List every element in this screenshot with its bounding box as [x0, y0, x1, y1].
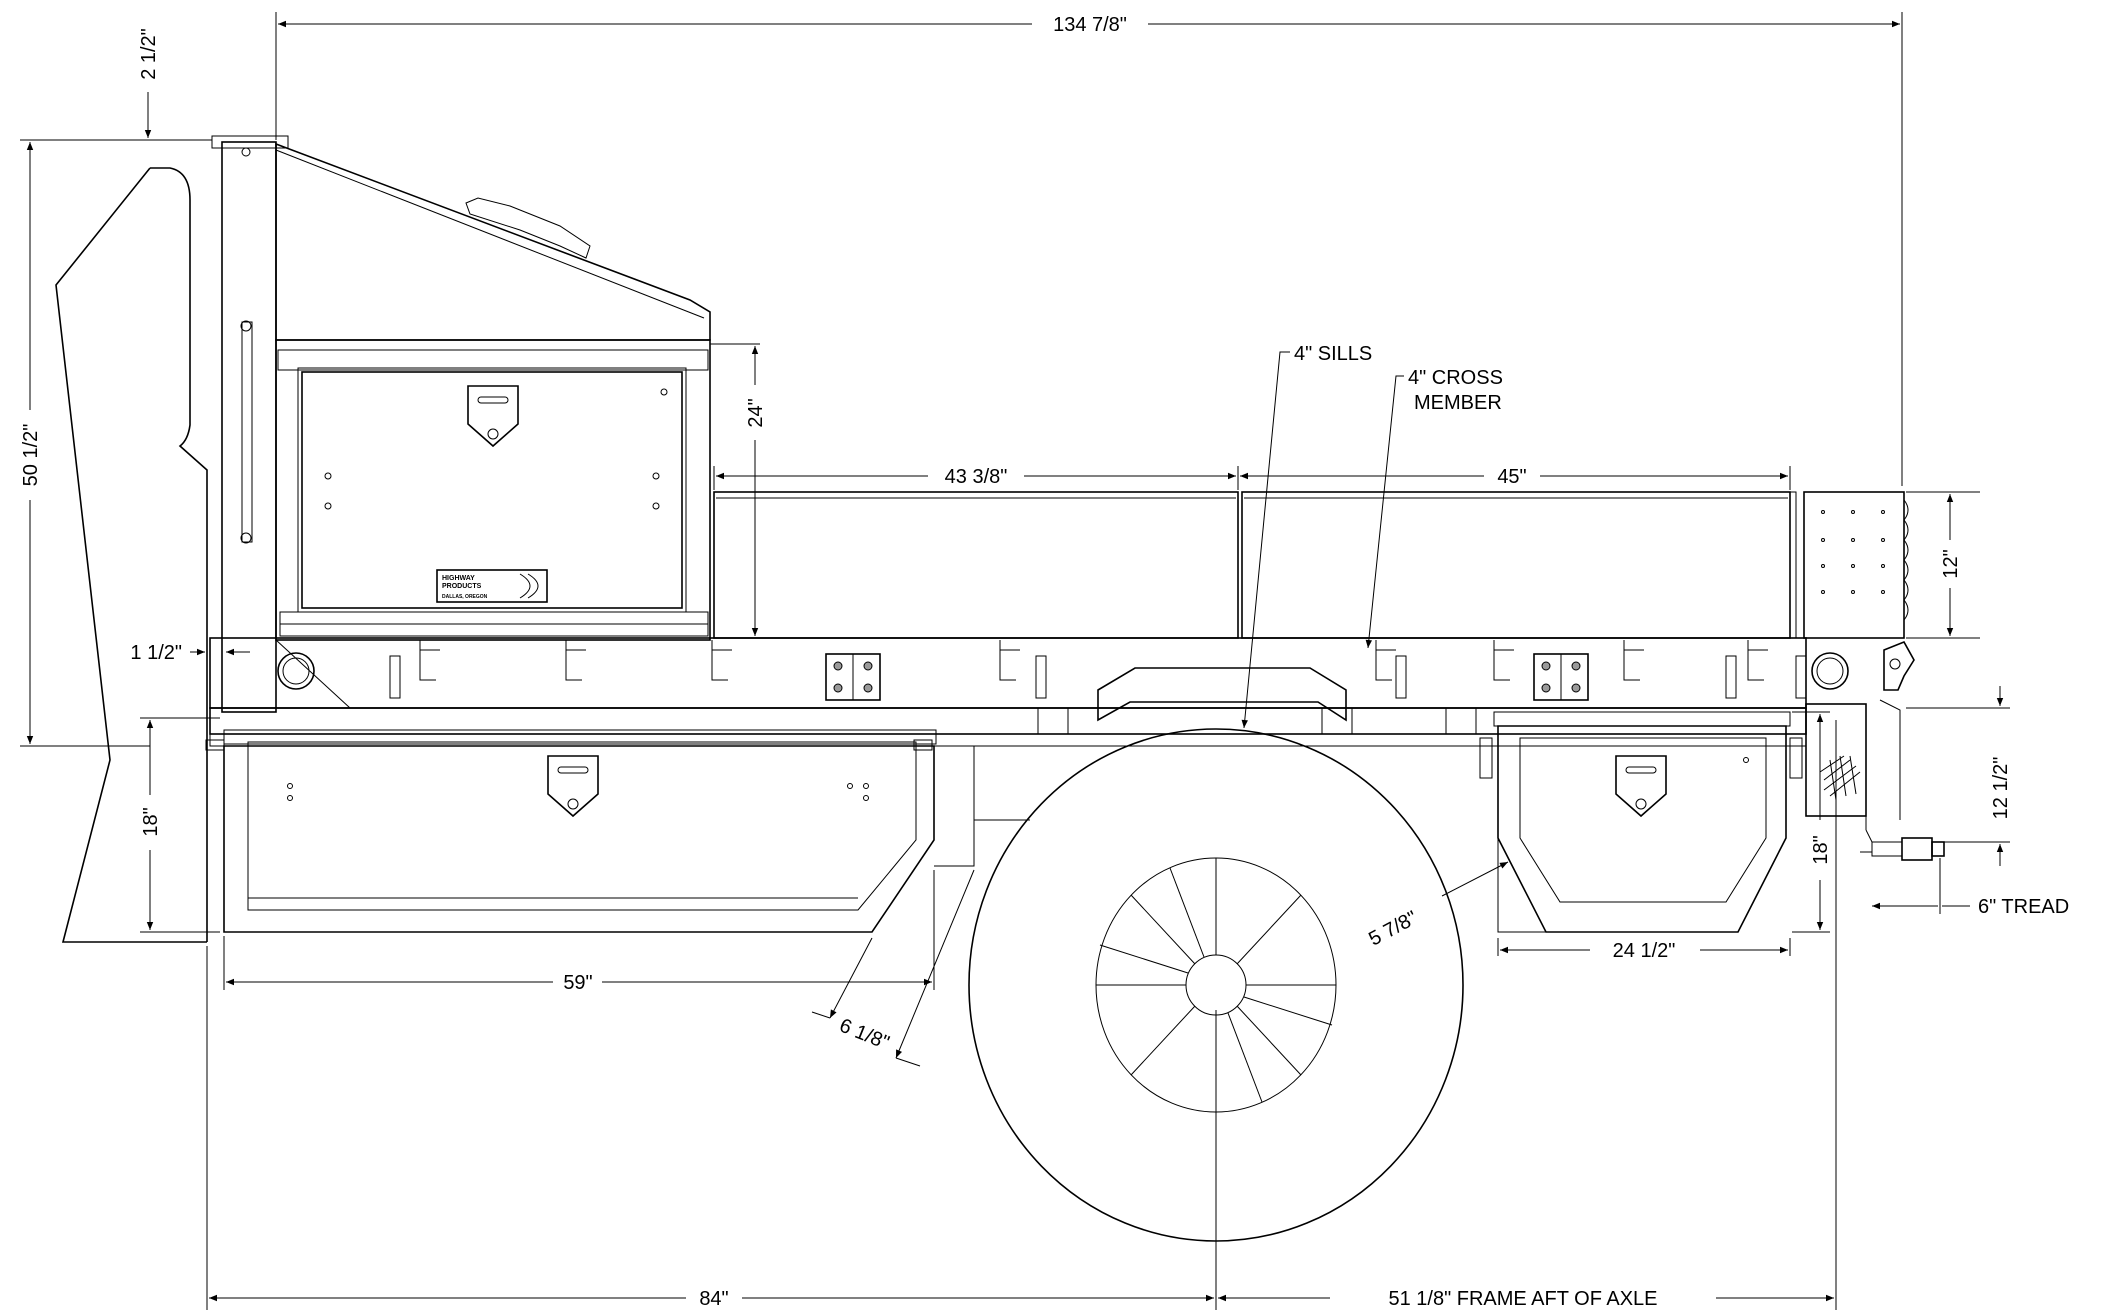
callout-cross-member-1: 4" CROSS: [1408, 367, 1503, 389]
dim-cab-to-axle: 84": [699, 1288, 728, 1310]
dim-step-tread: 6" TREAD: [1978, 896, 2069, 918]
rear-step-assembly: [1805, 640, 1945, 861]
callout-sills: 4" SILLS: [1294, 343, 1372, 365]
rear-post: [1803, 491, 1909, 639]
dim-step-height: 12 1/2": [1990, 757, 2012, 820]
rivet-strips: [389, 655, 1807, 699]
dim-top-offset: 2 1/2": [138, 28, 160, 80]
dim-underbody-box-height: 18": [140, 807, 162, 836]
hinge-plates: [825, 653, 1589, 701]
dim-overall-height: 50 1/2": [20, 424, 42, 487]
dim-underbody-box-length: 59": [563, 972, 592, 994]
callout-cross-member-2: MEMBER: [1414, 392, 1502, 414]
front-underbody-box: [205, 729, 1030, 933]
dim-side-rail-rear: 45": [1497, 466, 1526, 488]
dim-side-rail-front: 43 3/8": [945, 466, 1008, 488]
dim-rear-box-height: 12": [1940, 549, 1962, 578]
logo-line-2: PRODUCTS: [442, 583, 482, 590]
dim-frame-aft-of-axle: 51 1/8" FRAME AFT OF AXLE: [1388, 1288, 1657, 1310]
cross-member-brackets: [419, 640, 1768, 681]
dimension-labels: 134 7/8" 2 1/2" 50 1/2" 1 1/2" 24" 43 3/…: [20, 14, 2069, 1310]
rear-underbody-box: [1479, 711, 1803, 933]
dim-rear-box-length: 24 1/2": [1613, 940, 1676, 962]
top-toolbox: [275, 142, 711, 641]
logo-line-1: HIGHWAY: [442, 575, 475, 582]
truck-cab-outline: [55, 167, 208, 943]
toolbox-latch-handle: [324, 385, 668, 510]
dim-cab-gap: 1 1/2": [130, 642, 182, 664]
highway-products-logo: HIGHWAY PRODUCTS DALLAS, OREGON: [436, 569, 548, 603]
logo-line-3: DALLAS, OREGON: [442, 594, 488, 600]
dim-rear-underbody-height: 18": [1810, 835, 1832, 864]
dimension-lines: [20, 12, 2010, 1310]
dim-toolbox-height: 24": [745, 398, 767, 427]
dim-rear-box-bevel: 5 7/8": [1365, 907, 1421, 951]
dim-overall-length: 134 7/8": [1053, 14, 1127, 36]
dim-front-box-bevel: 6 1/8": [836, 1015, 892, 1055]
bed-frame: [209, 637, 1849, 747]
